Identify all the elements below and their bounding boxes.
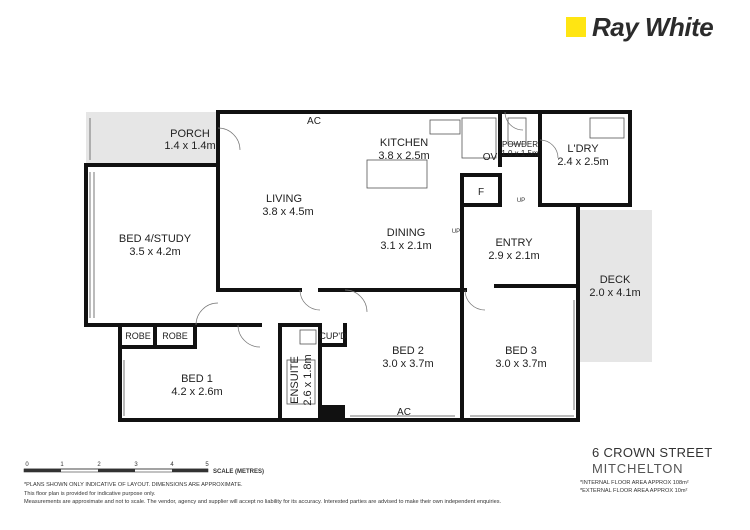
room-laundry-size: 2.4 x 2.5m <box>557 156 608 168</box>
room-porch-name: PORCH <box>170 128 210 140</box>
disclaimer-line-1: *PLANS SHOWN ONLY INDICATIVE OF LAYOUT. … <box>24 482 243 488</box>
fridge-label: F <box>478 187 484 198</box>
room-bed3-size: 3.0 x 3.7m <box>495 358 546 370</box>
disclaimer-line-3: Measurements are approximate and not to … <box>24 499 502 505</box>
room-bed1-name: BED 1 <box>181 373 213 385</box>
room-porch-size: 1.4 x 1.4m <box>164 140 215 152</box>
room-bed3-name: BED 3 <box>505 345 537 357</box>
scale-tick-1: 1 <box>60 462 64 468</box>
scale-tick-0: 0 <box>25 462 29 468</box>
logo-square-icon <box>566 17 586 37</box>
up-label-2: UP <box>452 229 460 235</box>
room-living-size: 3.8 x 4.5m <box>262 206 313 218</box>
fixture-labels: AC AC OV F ROBE ROBE CUP'D UP UP <box>125 116 525 418</box>
scale-tick-5: 5 <box>205 462 209 468</box>
address-street: 6 CROWN STREET <box>592 445 713 460</box>
ac-top-label: AC <box>307 116 321 127</box>
room-bed1-size: 4.2 x 2.6m <box>171 386 222 398</box>
robe-2-label: ROBE <box>162 331 188 341</box>
ensuite-cabinet <box>321 405 345 420</box>
room-bed2-size: 3.0 x 3.7m <box>382 358 433 370</box>
internal-area-note: *INTERNAL FLOOR AREA APPROX 108m² <box>580 480 689 486</box>
room-powder-name: POWDER <box>502 140 538 149</box>
walls <box>84 110 632 422</box>
disclaimer-line-2: This floor plan is provided for indicati… <box>24 491 156 497</box>
room-laundry-name: L'DRY <box>567 143 599 155</box>
room-kitchen-name: KITCHEN <box>380 137 428 149</box>
ray-white-logo: Ray White <box>566 11 714 42</box>
scale-tick-3: 3 <box>134 462 138 468</box>
room-labels: PORCH 1.4 x 1.4m LIVING 3.8 x 4.5m KITCH… <box>119 128 641 406</box>
room-deck-size: 2.0 x 4.1m <box>589 287 640 299</box>
scale-tick-2: 2 <box>97 462 101 468</box>
doors <box>195 111 559 348</box>
room-bed2-name: BED 2 <box>392 345 424 357</box>
room-dining-name: DINING <box>387 227 426 239</box>
porch-area <box>86 112 218 165</box>
oven-label: OV <box>483 152 498 163</box>
external-area-note: *EXTERNAL FLOOR AREA APPROX 10m² <box>580 488 688 494</box>
room-bed4-size: 3.5 x 4.2m <box>129 246 180 258</box>
room-ensuite-name: ENSUITE <box>289 356 301 404</box>
room-deck-name: DECK <box>600 274 631 286</box>
address-suburb: MITCHELTON <box>592 461 684 476</box>
windows <box>89 118 575 417</box>
scale-tick-4: 4 <box>170 462 174 468</box>
room-living-name: LIVING <box>266 193 302 205</box>
room-entry-size: 2.9 x 2.1m <box>488 250 539 262</box>
robe-1-label: ROBE <box>125 331 151 341</box>
cupboard-label: CUP'D <box>319 331 347 341</box>
logo-text: Ray White <box>592 11 714 42</box>
ac-bottom-label: AC <box>397 407 411 418</box>
room-dining-size: 3.1 x 2.1m <box>380 240 431 252</box>
kitchen-fixtures <box>286 117 625 405</box>
room-powder-size: 1.0 x 1.5m <box>501 149 539 158</box>
room-entry-name: ENTRY <box>495 237 533 249</box>
up-label-1: UP <box>517 198 525 204</box>
room-bed4-name: BED 4/STUDY <box>119 233 192 245</box>
room-kitchen-size: 3.8 x 2.5m <box>378 150 429 162</box>
room-ensuite-size: 2.6 x 1.8m <box>302 354 314 405</box>
scale-bar: 0 1 2 3 4 5 SCALE (METRES) <box>23 462 264 475</box>
scale-label: SCALE (METRES) <box>213 469 264 475</box>
deck-area <box>578 210 652 362</box>
